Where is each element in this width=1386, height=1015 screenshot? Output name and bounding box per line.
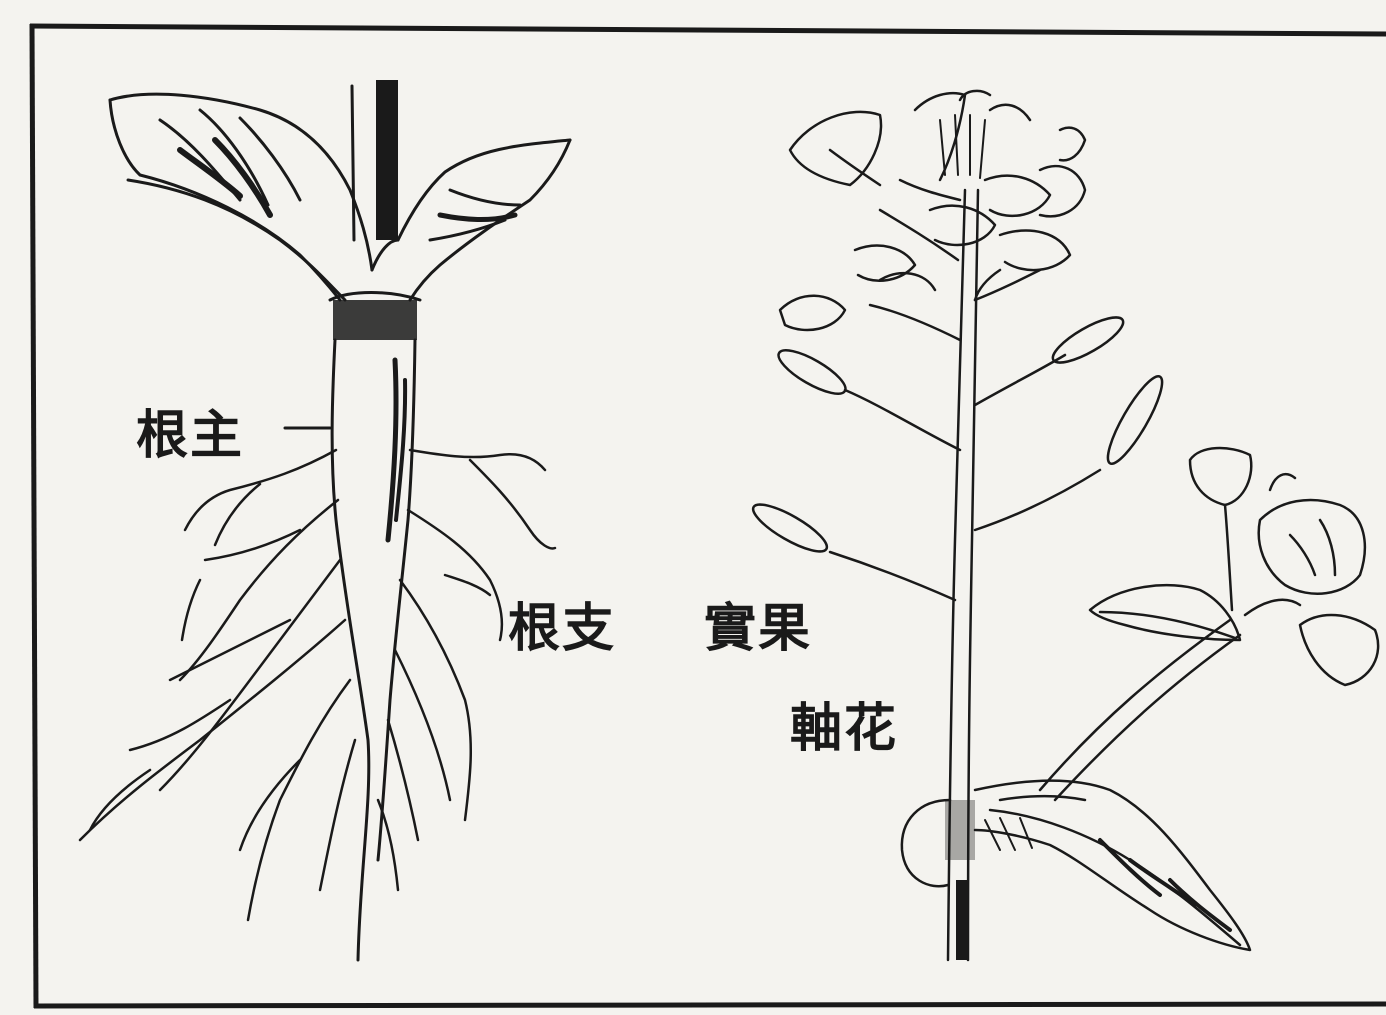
- leaf-rosette: [110, 94, 570, 300]
- root-plant-drawing: [80, 80, 570, 960]
- branch-roots: [80, 450, 555, 920]
- flowering-plant-drawing: [748, 91, 1379, 960]
- figure-frame: [30, 24, 1386, 1008]
- clasping-leaf: [902, 781, 1250, 950]
- label-branch-root: 根支: [508, 586, 616, 661]
- side-flower-branch: [1040, 448, 1378, 800]
- label-main-root: 根主: [136, 393, 244, 468]
- flower-cluster: [780, 91, 1085, 330]
- label-fruit: 實果: [704, 586, 812, 661]
- label-flower-axis: 軸花: [790, 686, 898, 761]
- taproot: [332, 340, 415, 960]
